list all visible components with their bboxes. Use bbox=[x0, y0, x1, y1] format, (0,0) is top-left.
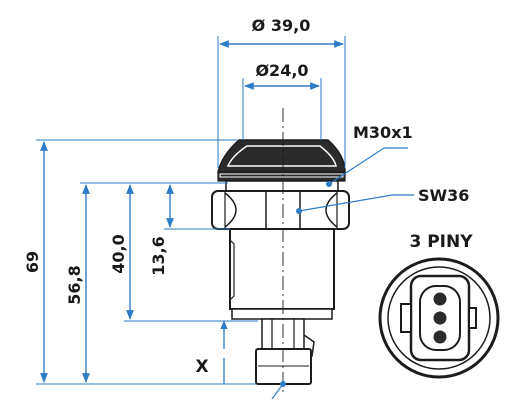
total-height-label: 69 bbox=[23, 251, 42, 273]
dimension-height-56: 56,8 bbox=[65, 182, 228, 383]
connector-pins bbox=[433, 292, 447, 344]
button-diameter-label: Ø24,0 bbox=[255, 61, 308, 80]
thread-callout-label: M30x1 bbox=[353, 123, 413, 142]
connector-end-view: 3 PINY bbox=[378, 232, 500, 379]
dimension-button-diameter: Ø24,0 bbox=[242, 61, 322, 140]
height-40-label: 40,0 bbox=[109, 234, 128, 273]
callout-thread: M30x1 bbox=[326, 123, 413, 187]
lower-body bbox=[229, 228, 335, 320]
thread-section bbox=[225, 180, 339, 192]
height-56-label: 56,8 bbox=[65, 265, 84, 304]
wrench-callout-label: SW36 bbox=[418, 186, 469, 205]
dimension-total-height: 69 bbox=[23, 139, 256, 385]
callout-wrench: SW36 bbox=[296, 186, 469, 214]
bottom-reference bbox=[271, 381, 286, 400]
height-13-label: 13,6 bbox=[149, 236, 168, 275]
x-marker-label: X bbox=[195, 357, 208, 377]
connector-callout-label: 3 PINY bbox=[409, 232, 473, 252]
x-marker: X bbox=[195, 320, 258, 384]
hex-nut bbox=[211, 190, 350, 230]
outer-diameter-label: Ø 39,0 bbox=[252, 16, 311, 35]
connector-stub bbox=[255, 318, 315, 385]
pressure-switch-drawing bbox=[211, 108, 350, 393]
dimension-height-13: 13,6 bbox=[149, 184, 230, 276]
dimension-outer-diameter: Ø 39,0 bbox=[217, 16, 346, 168]
button-cap bbox=[217, 139, 346, 173]
